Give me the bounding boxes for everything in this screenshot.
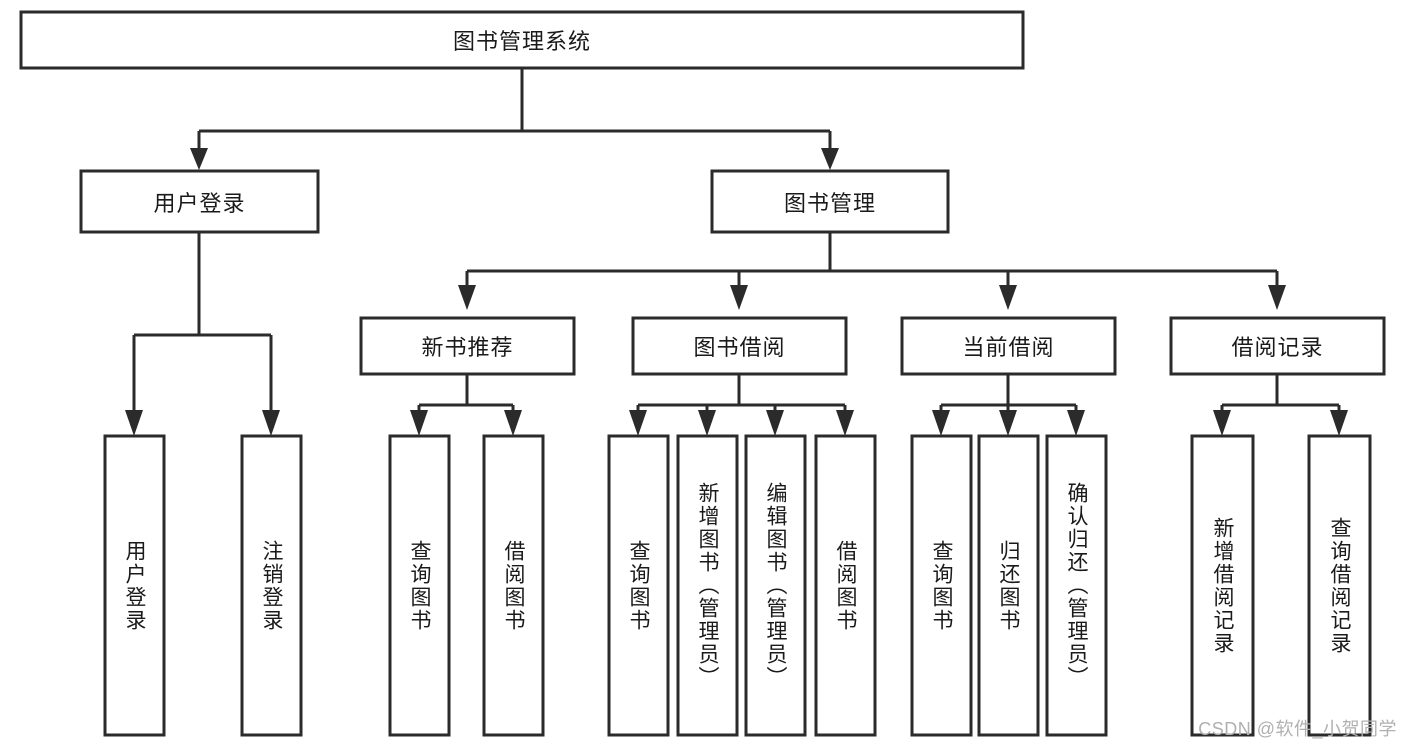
arrowhead-to-user-login (190, 148, 208, 170)
arrowhead-borrow-record-leaf-2 (1330, 410, 1348, 436)
connector-root-bus (197, 68, 832, 152)
connector-borrow-record-bus (1220, 374, 1341, 414)
arrowhead-book-borrow-leaf-4 (836, 410, 854, 436)
node-user-login-box[interactable] (79, 169, 320, 234)
node-root-box[interactable] (19, 10, 1025, 70)
arrowhead-to-new-book (458, 285, 476, 310)
leaf-box-book-borrow-3[interactable] (744, 434, 807, 737)
connector-new-book-bus (417, 374, 515, 414)
leaf-box-user-login-2[interactable] (240, 434, 303, 737)
leaf-box-current-borrow-2[interactable] (977, 434, 1040, 737)
leaf-box-user-login-1[interactable] (103, 434, 166, 737)
node-new-book-box[interactable] (359, 316, 576, 376)
leaf-box-new-book-2[interactable] (482, 434, 545, 737)
node-book-manage-box[interactable] (710, 169, 950, 234)
arrowhead-current-borrow-leaf-1 (932, 410, 950, 436)
node-borrow-record-box[interactable] (1169, 316, 1386, 376)
arrowhead-to-current-borrow (999, 285, 1017, 310)
arrowhead-book-borrow-leaf-2 (698, 410, 716, 436)
leaf-box-book-borrow-1[interactable] (607, 434, 670, 737)
arrowhead-new-book-leaf-1 (410, 410, 428, 436)
arrowhead-book-borrow-leaf-3 (766, 410, 784, 436)
arrowhead-to-borrow-record (1268, 285, 1286, 310)
leaf-box-new-book-1[interactable] (388, 434, 451, 737)
leaf-box-current-borrow-1[interactable] (910, 434, 973, 737)
arrowhead-to-book-borrow (730, 285, 748, 310)
node-current-borrow-box[interactable] (900, 316, 1117, 376)
leaf-box-current-borrow-3[interactable] (1045, 434, 1108, 737)
connector-book-borrow-bus (636, 374, 847, 414)
csdn-watermark: CSDN @软件_小贺同学 (1198, 719, 1397, 739)
node-book-borrow-box[interactable] (631, 316, 848, 376)
leaf-box-book-borrow-2[interactable] (676, 434, 739, 737)
arrowhead-user-login-leaf-2 (262, 410, 280, 436)
leaf-box-borrow-record-2[interactable] (1307, 434, 1372, 737)
arrowhead-borrow-record-leaf-1 (1213, 410, 1231, 436)
arrowhead-book-borrow-leaf-1 (629, 410, 647, 436)
arrowhead-current-borrow-leaf-2 (999, 410, 1017, 436)
connector-user-login-bus (132, 232, 273, 414)
leaf-box-book-borrow-4[interactable] (814, 434, 877, 737)
connector-book-manage-bus (465, 232, 1279, 288)
arrowhead-new-book-leaf-2 (504, 410, 522, 436)
arrowhead-to-book-manage (821, 148, 839, 170)
arrowhead-current-borrow-leaf-3 (1067, 410, 1085, 436)
connector-current-borrow-bus (939, 374, 1078, 414)
arrowhead-user-login-leaf-1 (125, 410, 143, 436)
leaf-box-borrow-record-1[interactable] (1190, 434, 1255, 737)
